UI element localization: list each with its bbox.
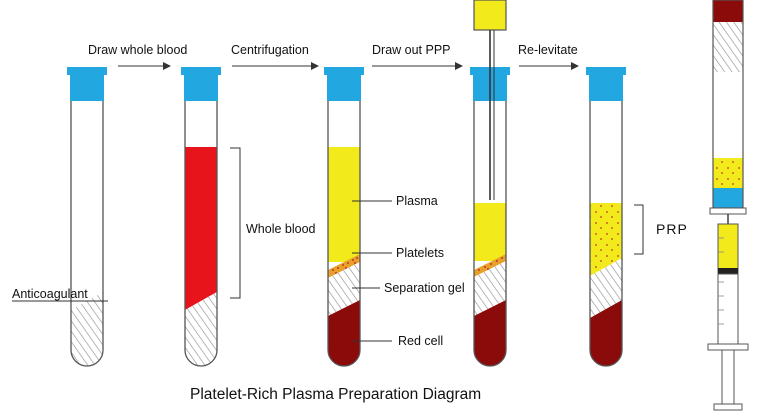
step-labels: Draw whole blood Centrifugation Draw out… bbox=[88, 43, 579, 70]
step-draw-whole-blood: Draw whole blood bbox=[88, 43, 187, 57]
tube-cap bbox=[324, 67, 364, 75]
step-re-levitate: Re-levitate bbox=[518, 43, 578, 57]
step-centrifugation: Centrifugation bbox=[231, 43, 309, 57]
label-red-cell: Red cell bbox=[398, 334, 443, 348]
tube-cap bbox=[70, 75, 104, 101]
tube-cap bbox=[184, 75, 218, 101]
tube-1: Anticoagulant bbox=[12, 67, 108, 367]
tube-cap bbox=[327, 75, 361, 101]
tube-4 bbox=[470, 0, 510, 367]
label-prp: PRP bbox=[656, 221, 688, 237]
tube-cap bbox=[67, 67, 107, 75]
tube-5: PRP bbox=[586, 67, 688, 367]
label-separation-gel: Separation gel bbox=[384, 281, 465, 295]
tube-cap bbox=[589, 75, 623, 101]
tube-2: Whole blood bbox=[181, 67, 316, 367]
side-syringe bbox=[707, 0, 749, 411]
tube-cap bbox=[181, 67, 221, 75]
label-platelets: Platelets bbox=[396, 246, 444, 260]
syringe-barrel bbox=[473, 0, 507, 31]
step-draw-out-ppp: Draw out PPP bbox=[372, 43, 451, 57]
label-anticoagulant: Anticoagulant bbox=[12, 287, 88, 301]
tube-cap bbox=[586, 67, 626, 75]
label-plasma: Plasma bbox=[396, 194, 438, 208]
label-whole-blood: Whole blood bbox=[246, 222, 316, 236]
diagram-caption: Platelet-Rich Plasma Preparation Diagram bbox=[190, 386, 481, 403]
tube-3: Plasma Platelets Separation gel Red cell bbox=[324, 67, 465, 367]
